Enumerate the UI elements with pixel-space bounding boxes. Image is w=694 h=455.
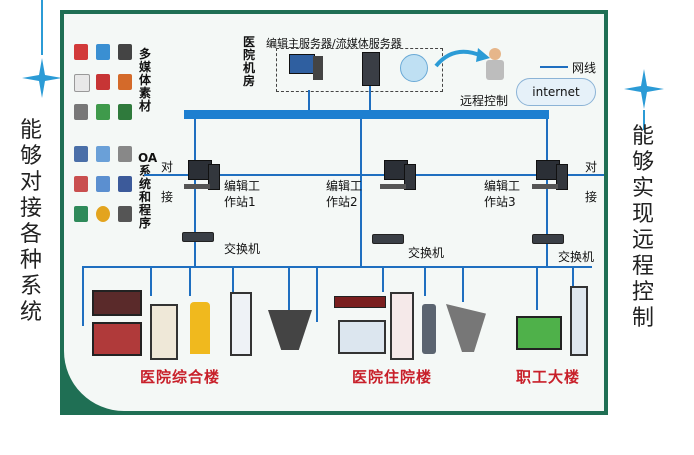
workstation-3-label: 编辑工作站3 xyxy=(484,179,521,209)
oa-icon-grid xyxy=(72,144,138,236)
flash-icon xyxy=(96,74,110,90)
music-icon xyxy=(118,44,132,60)
building-1-label: 医院综合楼 xyxy=(140,368,221,386)
network-line-legend xyxy=(540,66,568,68)
switch-3-icon xyxy=(532,234,564,244)
connect-label-right: 对接 xyxy=(584,160,597,204)
drop-h xyxy=(424,266,426,296)
kiosk-device xyxy=(190,302,210,354)
network-backbone xyxy=(184,110,549,119)
connect-line xyxy=(144,174,604,176)
slanted-table-device xyxy=(446,304,486,352)
server-room-label: 医院机房 xyxy=(242,35,255,88)
meeting-icon xyxy=(74,176,88,192)
backbone-drop-1 xyxy=(194,119,196,266)
map-icon xyxy=(74,206,88,222)
workstation-1-label: 编辑工作站1 xyxy=(224,179,261,209)
vertical-kiosk-device xyxy=(570,286,588,356)
network-line-label: 网线 xyxy=(572,61,597,75)
webpage-icon xyxy=(96,104,110,120)
drop-g xyxy=(382,266,384,292)
remote-user-icon xyxy=(484,48,506,86)
video-icon xyxy=(74,44,88,60)
switch-2-icon xyxy=(372,234,404,244)
building-3-label: 职工大楼 xyxy=(516,368,581,386)
clock-icon xyxy=(118,206,132,222)
connect-label-left: 对接 xyxy=(160,160,173,204)
workstation-2-label: 编辑工作站2 xyxy=(326,179,363,209)
remote-arrow-icon xyxy=(434,48,490,68)
left-star-icon xyxy=(22,58,62,98)
ppt-icon xyxy=(118,74,132,90)
tv-screen-device xyxy=(516,316,562,350)
drop-d xyxy=(232,266,234,292)
drop-f xyxy=(316,266,318,322)
text-icon xyxy=(74,74,90,92)
right-caption: 能够实现远程控制 xyxy=(631,124,654,331)
led-bar-device xyxy=(334,296,386,308)
drop-j xyxy=(536,266,538,310)
switch-3-label: 交换机 xyxy=(558,250,595,264)
monitor-system-icon xyxy=(118,176,132,192)
system-program-icon xyxy=(118,146,132,162)
workstation-2-pc-icon xyxy=(380,160,416,190)
drop-e xyxy=(288,266,290,310)
standing-screen-device xyxy=(230,292,252,356)
query-kiosk-device xyxy=(422,304,436,354)
server-dashed-box xyxy=(276,48,443,92)
server-drop-line-2 xyxy=(369,86,371,110)
workstation-1-pc-icon xyxy=(184,160,220,190)
building-2-label: 医院住院楼 xyxy=(352,368,433,386)
wall-screen-device xyxy=(92,322,142,356)
drop-b xyxy=(150,266,152,296)
server-drop-line xyxy=(308,90,310,110)
drop-a xyxy=(82,266,84,326)
left-decor-line xyxy=(41,0,43,55)
remote-control-label: 远程控制 xyxy=(460,94,509,108)
touch-table-device xyxy=(268,310,312,350)
internet-cloud: internet xyxy=(516,78,596,106)
multimedia-material-label: 多媒体素材 xyxy=(138,47,151,113)
switch-2-label: 交换机 xyxy=(408,246,445,260)
rss-icon xyxy=(74,104,88,120)
streaming-globe-icon xyxy=(400,54,428,82)
led-display-device xyxy=(92,290,142,316)
backbone-drop-3 xyxy=(546,119,548,266)
backbone-drop-2 xyxy=(360,119,362,266)
switch-1-icon xyxy=(182,232,214,242)
excel-icon xyxy=(118,104,132,120)
drop-i xyxy=(462,266,464,302)
data-collect-icon xyxy=(74,146,88,162)
tall-poster-device xyxy=(390,292,414,360)
picture-icon xyxy=(96,44,110,60)
weather-icon xyxy=(96,206,110,222)
server-pc-icon xyxy=(289,54,323,80)
diagram-canvas: 网线 多媒体素材 OA系统和程序 医院机房 编辑主服务器/流媒体服务器 xyxy=(64,14,604,411)
right-star-icon xyxy=(624,69,664,109)
wall-monitor-device xyxy=(338,320,386,354)
drop-c xyxy=(189,266,191,296)
left-caption: 能够对接各种系统 xyxy=(19,118,42,325)
oa-systems-label: OA系统和程序 xyxy=(138,151,158,230)
poster-screen-device xyxy=(150,304,178,360)
media-server-icon xyxy=(362,52,380,86)
switch-1-label: 交换机 xyxy=(224,242,261,256)
distribution-line xyxy=(82,266,592,268)
right-decor-line xyxy=(643,110,645,130)
servers-label: 编辑主服务器/流媒体服务器 xyxy=(266,37,402,50)
drop-k xyxy=(572,266,574,286)
media-icon-grid xyxy=(72,42,138,134)
workstation-3-pc-icon xyxy=(532,160,568,190)
notice-icon xyxy=(96,176,110,192)
data-chart-icon xyxy=(96,146,110,162)
